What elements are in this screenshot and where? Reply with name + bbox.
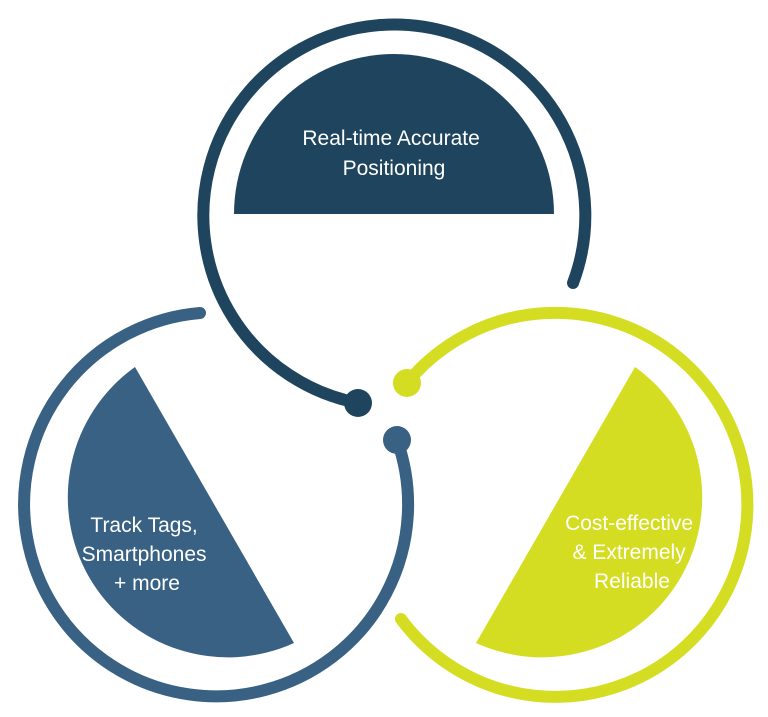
left-ring-arc (18, 307, 415, 703)
right-ring-arc (395, 306, 754, 703)
top-label-line-1: Real-time Accurate (302, 127, 479, 150)
left-label: Track Tags, Smartphones + more (82, 514, 213, 595)
left-connector-dot (383, 426, 411, 454)
top-label-line-2: Positioning (343, 157, 446, 180)
right-connector-dot (393, 369, 421, 397)
left-half-disc (67, 367, 295, 658)
node-left: Track Tags, Smartphones + more (18, 307, 415, 703)
right-label-line-2: & Extremely (572, 541, 686, 564)
right-label-line-3: Reliable (594, 570, 670, 593)
node-right: Cost-effective & Extremely Reliable (393, 306, 754, 703)
right-label-line-1: Cost-effective (565, 512, 693, 535)
left-label-line-3: + more (114, 572, 180, 595)
left-label-line-1: Track Tags, (90, 514, 197, 537)
left-label-line-2: Smartphones (82, 543, 207, 566)
node-top: Real-time Accurate Positioning (197, 18, 592, 417)
top-half-disc (234, 54, 554, 214)
right-half-disc (476, 367, 703, 658)
top-label: Real-time Accurate Positioning (302, 127, 485, 180)
top-ring-arc (197, 18, 592, 409)
top-connector-dot (344, 389, 372, 417)
right-label: Cost-effective & Extremely Reliable (565, 512, 699, 593)
